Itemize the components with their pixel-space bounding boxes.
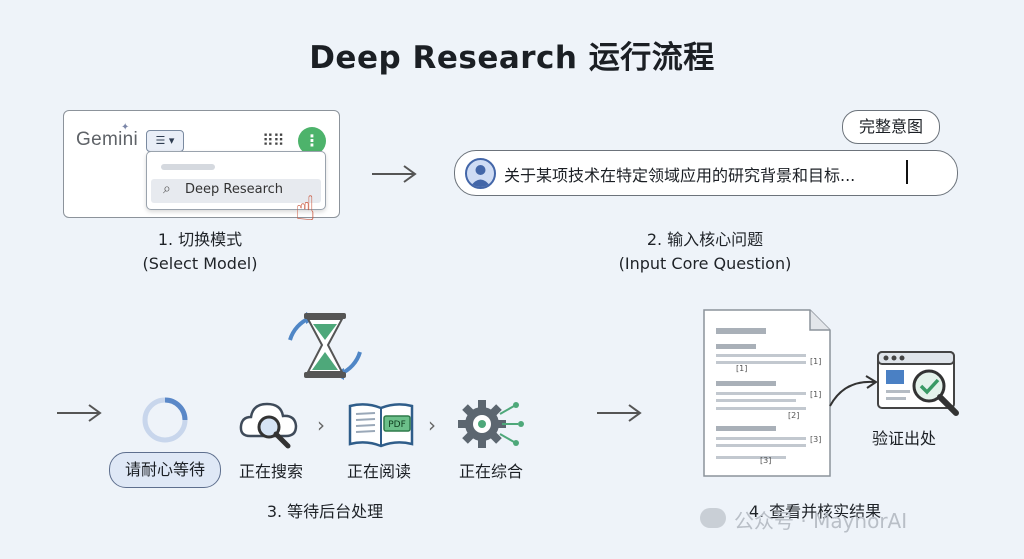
deep-research-menu-item[interactable]: ⌕ Deep Research bbox=[151, 179, 321, 203]
verify-window-icon bbox=[877, 351, 959, 416]
text-cursor bbox=[906, 160, 908, 184]
sparkle-icon: ✦ bbox=[121, 122, 130, 133]
chevron-right-icon: › bbox=[317, 413, 325, 437]
citation-label: [1] bbox=[810, 357, 821, 366]
query-input[interactable]: 关于某项技术在特定领域应用的研究背景和目标... bbox=[454, 150, 958, 196]
gear-icon bbox=[458, 400, 524, 448]
step1-caption-title: 1. 切换模式 bbox=[157, 230, 243, 249]
chevron-right-icon: › bbox=[428, 413, 436, 437]
stage-read-label: 正在阅读 bbox=[346, 462, 411, 481]
loading-spinner-icon bbox=[142, 397, 188, 443]
mode-dropdown: ⌕ Deep Research bbox=[146, 151, 326, 210]
more-menu-icon[interactable]: ⋮ bbox=[298, 127, 326, 155]
pdf-label: PDF bbox=[388, 420, 406, 430]
step4-caption: 4. 查看并核实结果 bbox=[748, 502, 882, 521]
menu-item-label: Deep Research bbox=[185, 182, 284, 197]
gemini-window-mockup: Gemini ✦ ☰ ▾ ⠿⠿ ⋮ ⌕ Deep Research ☝ bbox=[63, 110, 340, 229]
gemini-logo: Gemini bbox=[76, 129, 138, 150]
arrow-right-icon bbox=[57, 404, 102, 422]
step3-caption: 3. 等待后台处理 bbox=[266, 502, 384, 521]
hourglass-icon bbox=[288, 312, 362, 380]
citation-label: [1] bbox=[810, 390, 821, 399]
cloud-search-icon bbox=[239, 402, 298, 449]
step2-caption: 2. 输入核心问题 (Input Core Question) bbox=[580, 228, 830, 276]
mode-switch-button[interactable]: ☰ ▾ bbox=[146, 130, 184, 152]
citation-label: [1] bbox=[736, 364, 747, 373]
citation-label: [3] bbox=[810, 435, 821, 444]
page-title: Deep Research 运行流程 bbox=[309, 40, 715, 76]
step2-caption-title: 2. 输入核心问题 bbox=[646, 230, 764, 249]
report-document-icon: [1] [1] [1] [2] [3] [3] bbox=[703, 309, 831, 477]
user-avatar-icon bbox=[465, 158, 496, 189]
intent-bubble: 完整意图 bbox=[842, 110, 940, 144]
wechat-icon bbox=[700, 508, 726, 528]
dropdown-placeholder-bar bbox=[161, 164, 215, 170]
stage-search-label: 正在搜索 bbox=[238, 462, 303, 481]
wait-status-pill: 请耐心等待 bbox=[109, 452, 221, 488]
pdf-book-icon: PDF bbox=[348, 403, 414, 448]
step1-caption-subtitle: (Select Model) bbox=[142, 254, 258, 273]
search-icon: ⌕ bbox=[163, 181, 171, 197]
verify-source-label: 验证出处 bbox=[872, 429, 937, 448]
watermark-text: 公众号 · MaynorAI bbox=[734, 509, 908, 533]
arrow-right-icon bbox=[597, 404, 642, 422]
pointing-hand-icon: ☝ bbox=[295, 189, 316, 229]
step1-caption: 1. 切换模式 (Select Model) bbox=[100, 228, 300, 276]
stage-synthesize-label: 正在综合 bbox=[458, 462, 523, 481]
query-text: 关于某项技术在特定领域应用的研究背景和目标... bbox=[504, 166, 856, 185]
arrow-right-icon bbox=[372, 165, 417, 183]
citation-label: [2] bbox=[788, 411, 799, 420]
curved-arrow-icon bbox=[829, 375, 878, 407]
step2-caption-subtitle: (Input Core Question) bbox=[618, 254, 792, 273]
apps-grid-icon[interactable]: ⠿⠿ bbox=[262, 131, 284, 150]
citation-label: [3] bbox=[760, 456, 771, 465]
